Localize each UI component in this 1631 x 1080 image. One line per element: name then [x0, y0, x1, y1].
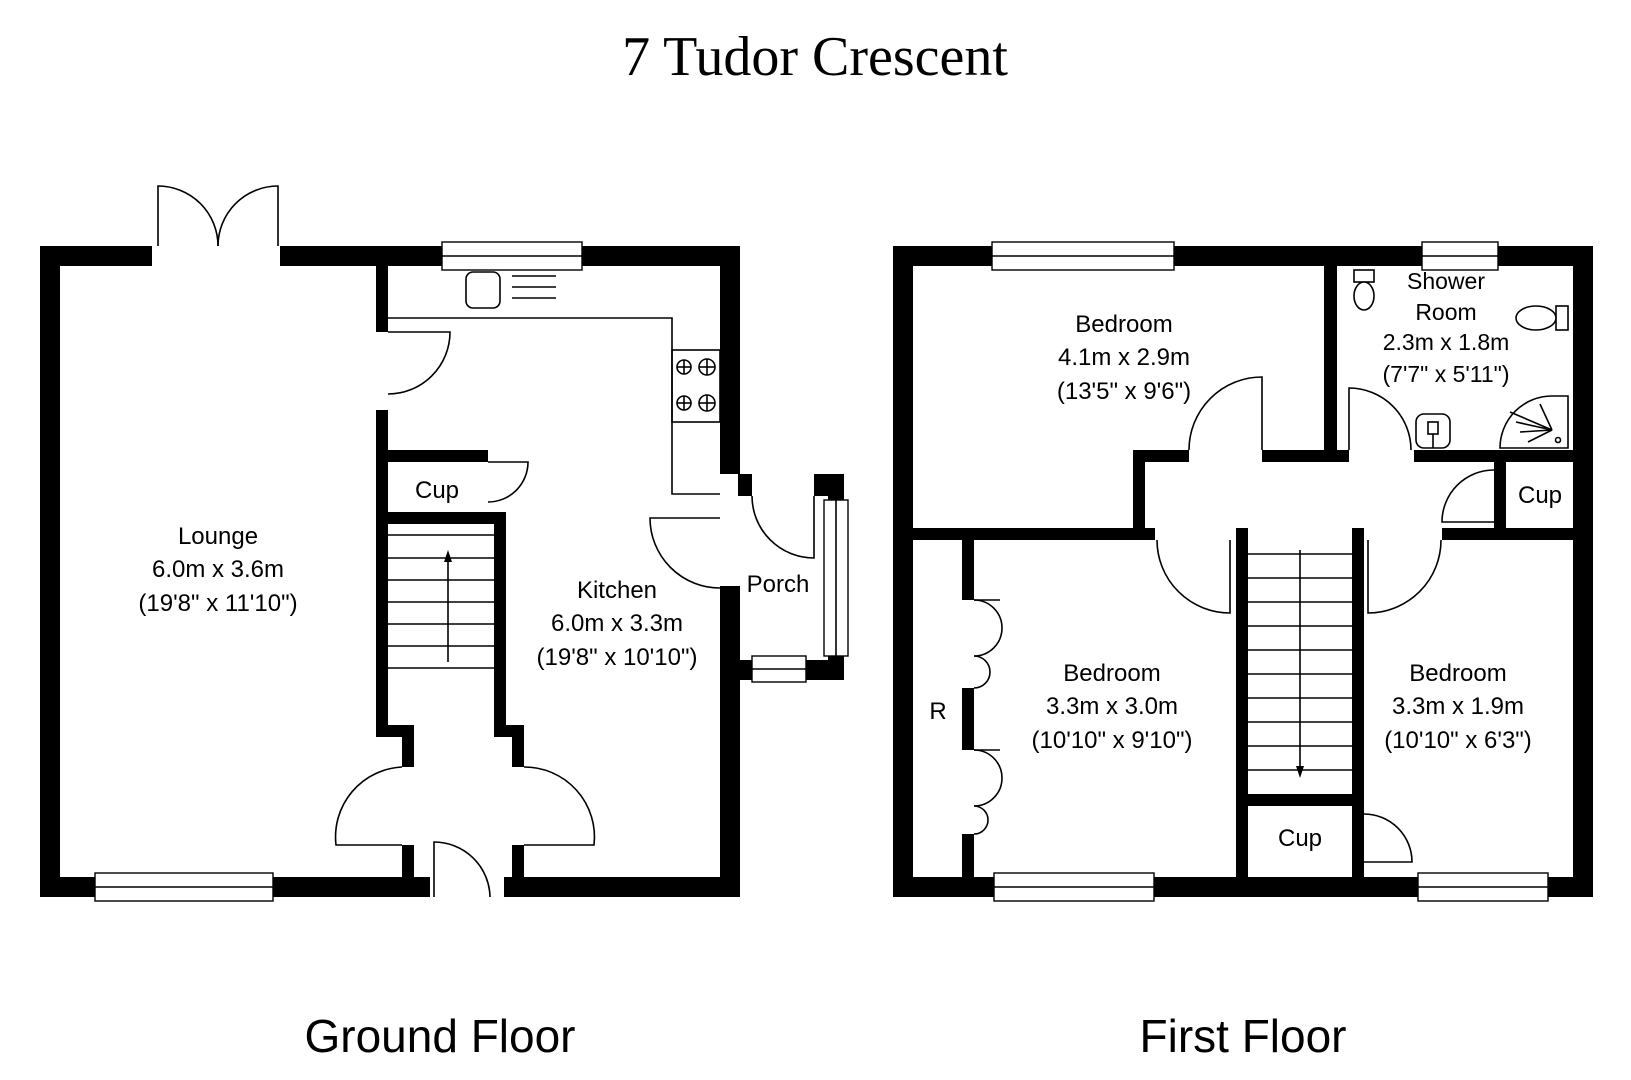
room-name: Cup	[1518, 482, 1562, 509]
door[interactable]	[1156, 539, 1231, 614]
room-name: Porch	[747, 571, 810, 598]
wall	[1442, 528, 1573, 540]
sink-icon	[465, 271, 501, 309]
room-name: Room	[1415, 299, 1476, 325]
wall	[1248, 794, 1352, 806]
room-name: Bedroom	[1409, 660, 1506, 687]
door[interactable]	[487, 461, 529, 503]
wall	[1236, 528, 1248, 877]
first-floor-plan	[893, 241, 1593, 902]
room-name: Cup	[415, 477, 459, 504]
room-metric-size: 3.3m x 1.9m	[1392, 693, 1524, 720]
french-door	[217, 185, 279, 247]
room-name: Bedroom	[1063, 660, 1160, 687]
room-metric-size: 6.0m x 3.6m	[152, 556, 284, 583]
toilet-icon	[1353, 269, 1375, 283]
toilet-icon	[1555, 305, 1569, 331]
french-door	[157, 185, 219, 247]
door[interactable]	[1441, 469, 1495, 523]
room-imperial-size: (19'8" x 10'10")	[537, 644, 698, 671]
door[interactable]	[1348, 387, 1412, 451]
room-imperial-size: (10'10" x 6'3")	[1384, 727, 1532, 754]
door[interactable]	[1367, 539, 1442, 614]
wall	[1133, 450, 1189, 462]
door[interactable]	[1363, 813, 1413, 863]
room-name: Lounge	[178, 523, 258, 550]
room-name: Kitchen	[577, 577, 657, 604]
stair-arrow-up-icon	[444, 550, 452, 562]
door[interactable]	[387, 331, 451, 395]
floor-label: First Floor	[1140, 1010, 1347, 1062]
wall	[1324, 266, 1337, 456]
front-door[interactable]	[751, 495, 815, 559]
wall	[1414, 450, 1573, 462]
wall	[388, 450, 488, 462]
wall	[1573, 246, 1593, 897]
wall	[504, 877, 740, 897]
front-door[interactable]	[433, 841, 491, 898]
wall	[40, 246, 152, 266]
wall	[1352, 528, 1364, 806]
shower-room-fixtures	[1353, 269, 1569, 449]
wall	[1494, 462, 1506, 528]
wall	[962, 540, 974, 600]
room-metric-size: 6.0m x 3.3m	[551, 610, 683, 637]
room-imperial-size: (7'7" x 5'11")	[1383, 361, 1510, 387]
staircase	[388, 534, 494, 669]
room-imperial-size: (13'5" x 9'6")	[1057, 378, 1191, 405]
room-imperial-size: (10'10" x 9'10")	[1032, 727, 1193, 754]
wardrobe-label: R	[929, 698, 946, 725]
wall	[494, 512, 506, 737]
wall	[512, 845, 524, 877]
door[interactable]	[649, 517, 721, 589]
wall	[962, 688, 974, 750]
wall	[720, 246, 740, 474]
stair-arrow-down-icon	[1296, 766, 1304, 778]
door[interactable]	[334, 766, 403, 846]
staircase	[1248, 550, 1352, 778]
hob-icon	[671, 349, 721, 423]
room-metric-size: 2.3m x 1.8m	[1383, 329, 1510, 355]
wall	[388, 512, 506, 524]
wall	[402, 725, 414, 767]
room-name: Bedroom	[1075, 311, 1172, 338]
kitchen-units	[388, 271, 721, 495]
wall	[1133, 450, 1145, 540]
wall	[893, 246, 913, 897]
wall	[376, 266, 388, 332]
wall	[913, 528, 1145, 540]
ground-floor-plan	[40, 185, 849, 902]
wardrobe	[973, 599, 1003, 835]
door[interactable]	[1188, 376, 1263, 451]
room-imperial-size: (19'8" x 11'10")	[138, 590, 297, 617]
plan-title: 7 Tudor Crescent	[622, 26, 1008, 88]
room-name: Shower	[1407, 268, 1485, 294]
wall	[962, 834, 974, 877]
floor-label: Ground Floor	[304, 1010, 575, 1062]
wall	[402, 845, 414, 877]
wall	[1337, 450, 1349, 462]
wall	[1262, 450, 1337, 462]
room-metric-size: 3.3m x 3.0m	[1046, 693, 1178, 720]
room-name: Cup	[1278, 825, 1322, 852]
room-metric-size: 4.1m x 2.9m	[1058, 344, 1190, 371]
wall	[738, 474, 752, 496]
wall	[1352, 806, 1364, 877]
wall	[720, 586, 740, 897]
wall	[40, 246, 60, 897]
door[interactable]	[523, 766, 596, 846]
wall	[512, 725, 524, 767]
wall	[376, 410, 388, 737]
wall	[1145, 528, 1155, 540]
